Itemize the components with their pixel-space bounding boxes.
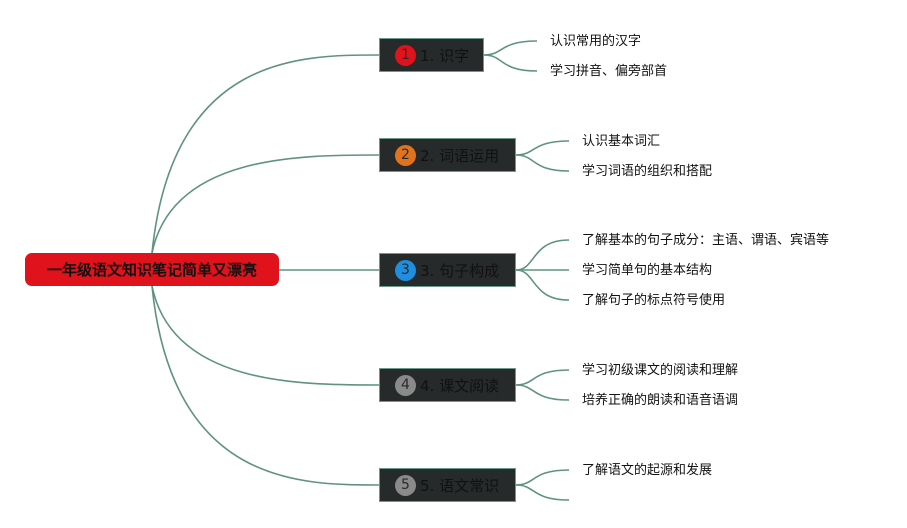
subtopic[interactable]: 学习简单句的基本结构	[582, 263, 713, 278]
subtopic[interactable]: 认识常用的汉字	[550, 34, 642, 49]
connector-line	[151, 285, 380, 486]
subtopic[interactable]: 了解基本的句子成分：主语、谓语、宾语等	[582, 233, 830, 248]
leaf-connector	[515, 484, 570, 501]
branch-topic-5[interactable]: 5 5. 语文常识	[379, 468, 516, 502]
branch-label: 2. 词语运用	[420, 146, 500, 165]
connector-line	[151, 154, 380, 254]
central-topic-label: 一年级语文知识笔记简单又漂亮	[46, 261, 257, 279]
number-badge-icon: 3	[395, 259, 416, 281]
leaf-connector	[515, 384, 570, 401]
branch-topic-2[interactable]: 2 2. 词语运用	[379, 138, 516, 172]
number-badge-icon: 2	[395, 144, 416, 166]
number-badge-icon: 4	[395, 374, 416, 396]
leaf-connector	[483, 54, 538, 72]
branch-label: 4. 课文阅读	[420, 376, 500, 395]
branch-label: 5. 语文常识	[420, 476, 500, 495]
subtopic[interactable]: 了解句子的标点符号使用	[582, 293, 726, 308]
branch-label: 3. 句子构成	[420, 261, 500, 280]
leaf-connector	[515, 140, 570, 156]
branch-topic-3[interactable]: 3 3. 句子构成	[379, 253, 516, 287]
subtopic[interactable]: 了解语文的起源和发展	[582, 463, 713, 478]
branch-topic-4[interactable]: 4 4. 课文阅读	[379, 368, 516, 402]
number-badge-icon: 5	[395, 474, 416, 496]
number-badge-icon: 1	[395, 44, 416, 66]
subtopic[interactable]: 学习词语的组织和搭配	[582, 164, 713, 179]
leaf-connector	[515, 369, 570, 386]
connector-line	[151, 54, 380, 254]
subtopic[interactable]: 学习拼音、偏旁部首	[550, 64, 668, 79]
leaf-connector	[515, 469, 570, 486]
leaf-connector	[483, 40, 538, 56]
branch-label: 1. 识字	[420, 46, 470, 65]
central-topic[interactable]: 一年级语文知识笔记简单又漂亮	[25, 253, 279, 286]
connector-line	[151, 285, 380, 386]
leaf-connector	[515, 239, 570, 271]
leaf-connector	[515, 154, 570, 172]
subtopic[interactable]: 学习初级课文的阅读和理解	[582, 363, 739, 378]
subtopic[interactable]: 认识基本词汇	[582, 134, 661, 149]
branch-topic-1[interactable]: 1 1. 识字	[379, 38, 484, 72]
leaf-connector	[515, 269, 570, 301]
subtopic[interactable]: 培养正确的朗读和语音语调	[582, 393, 739, 408]
